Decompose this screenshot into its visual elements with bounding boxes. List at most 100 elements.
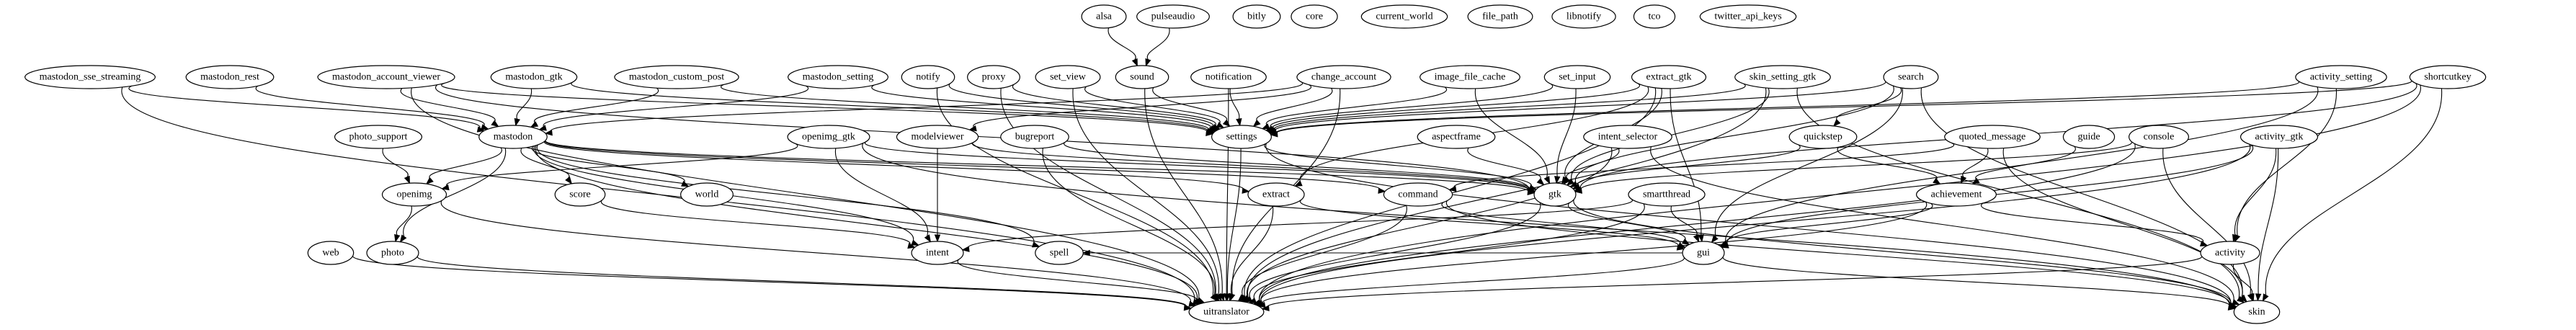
node-search[interactable]: search [1883,65,1939,89]
node-modelviewer[interactable]: modelviewer [896,125,979,149]
node-image_file_cache[interactable]: image_file_cache [1420,65,1520,89]
node-shortcutkey[interactable]: shortcutkey [2409,65,2487,89]
node-bitly[interactable]: bitly [1232,4,1281,29]
node-notification[interactable]: notification [1190,65,1267,89]
node-label: set_view [1050,72,1087,83]
node-label: guide [2077,132,2100,143]
node-ellipse [788,65,888,89]
node-current_world[interactable]: current_world [1360,4,1448,29]
arrowhead-alsa-to-sound [1131,58,1138,67]
node-pulseaudio[interactable]: pulseaudio [1136,4,1210,29]
edge-proxy-to-uitranslator [1000,88,1216,295]
node-sound[interactable]: sound [1115,65,1169,89]
node-intent[interactable]: intent [911,241,964,265]
arrowhead-intent-to-uitranslator [1192,298,1201,305]
node-extract_gtk[interactable]: extract_gtk [1631,65,1707,89]
node-openimg[interactable]: openimg [381,182,447,207]
node-ellipse [1035,65,1101,89]
node-twitter_api_keys[interactable]: twitter_api_keys [1699,4,1797,29]
arrowhead-quickstep-to-achievement [1933,177,1941,185]
edge-web-to-uitranslator [352,254,1187,308]
arrowhead-extract_gtk-to-gui [1698,234,1704,243]
node-bugreport[interactable]: bugreport [1000,125,1069,149]
node-set_view[interactable]: set_view [1035,65,1101,89]
edge-proxy-to-settings [1012,84,1216,128]
edge-quickstep-to-gtk [1577,144,1801,187]
node-mastodon_account_viewer[interactable]: mastodon_account_viewer [317,65,455,89]
arrowhead-openimg_gtk-to-openimg [441,184,450,191]
arrowhead-skin_setting_gtk-to-gtk [1566,178,1574,186]
edge-search-to-settings [1274,80,1886,133]
node-activity_setting[interactable]: activity_setting [2295,65,2387,89]
arrowhead-activity_gtk-to-skin [2255,293,2262,302]
node-skin_setting_gtk[interactable]: skin_setting_gtk [1734,65,1831,89]
node-libnotify[interactable]: libnotify [1551,4,1616,29]
node-spell[interactable]: spell [1035,241,1084,265]
arrowhead-shortcutkey-to-settings [1270,131,1278,138]
node-activity[interactable]: activity [2200,241,2260,265]
node-ellipse [554,182,606,207]
node-label: score [569,189,591,200]
node-console[interactable]: console [2129,125,2189,149]
node-achievement[interactable]: achievement [1916,182,1997,207]
node-proxy[interactable]: proxy [967,65,1020,89]
arrowhead-mastodon-to-score [565,176,573,185]
node-change_account[interactable]: change_account [1296,65,1391,89]
edge-set_view-to-settings [1084,86,1221,125]
node-world[interactable]: world [680,182,734,207]
arrowhead-gtk-to-uitranslator [1244,295,1253,303]
node-quoted_message[interactable]: quoted_message [1944,125,2041,149]
arrowhead-change_account-to-mastodon [544,129,553,136]
edge-intent_selector-to-skin [1650,146,2234,303]
edge-bugreport-to-uitranslator [1042,148,1216,296]
node-openimg_gtk[interactable]: openimg_gtk [787,125,870,149]
node-label: bugreport [1015,132,1055,143]
node-extract[interactable]: extract [1247,182,1305,207]
node-mastodon_rest[interactable]: mastodon_rest [185,65,275,89]
node-smartthread[interactable]: smartthread [1628,182,1706,207]
edge-mastodon_custom_post-to-settings [721,84,1210,132]
node-quickstep[interactable]: quickstep [1788,125,1858,149]
node-notify[interactable]: notify [901,65,955,89]
node-ellipse [1551,4,1616,29]
node-mastodon_gtk[interactable]: mastodon_gtk [490,65,578,89]
node-web[interactable]: web [307,241,355,265]
node-settings[interactable]: settings [1211,125,1272,149]
node-set_input[interactable]: set_input [1543,65,1611,89]
edge-openimg_gtk-to-openimg [445,143,798,188]
node-command[interactable]: command [1383,182,1453,207]
node-label: gui [1697,248,1710,259]
edge-command-to-skin [1446,200,2230,307]
edge-shortcutkey-to-settings [1276,79,2412,135]
node-core[interactable]: core [1291,4,1338,29]
node-label: notify [916,72,940,83]
node-aspectframe[interactable]: aspectframe [1417,125,1496,149]
node-intent_selector[interactable]: intent_selector [1583,125,1672,149]
edge-mastodon_account_viewer-to-mastodon [400,88,496,123]
node-gtk[interactable]: gtk [1533,182,1577,207]
node-ellipse [1944,125,2041,149]
node-alsa[interactable]: alsa [1081,4,1127,29]
node-label: tco [1648,12,1660,22]
node-guide[interactable]: guide [2062,125,2116,149]
node-gui[interactable]: gui [1682,241,1725,265]
arrowhead-search-to-gui [1711,235,1719,244]
node-photo_support[interactable]: photo_support [334,125,423,149]
node-mastodon[interactable]: mastodon [478,125,548,149]
node-photo[interactable]: photo [366,241,419,265]
node-uitranslator[interactable]: uitranslator [1188,300,1265,324]
node-skin[interactable]: skin [2233,300,2281,324]
node-label: activity [2215,248,2245,259]
node-score[interactable]: score [554,182,606,207]
node-mastodon_setting[interactable]: mastodon_setting [788,65,888,89]
node-mastodon_custom_post[interactable]: mastodon_custom_post [614,65,739,89]
edge-aspectframe-to-gtk [1467,147,1541,181]
node-mastodon_sse_streaming[interactable]: mastodon_sse_streaming [24,65,156,89]
node-ellipse [1291,4,1338,29]
node-tco[interactable]: tco [1633,4,1676,29]
edge-intent-to-uitranslator [957,259,1197,303]
node-file_path[interactable]: file_path [1467,4,1533,29]
node-activity_gtk[interactable]: activity_gtk [2239,125,2319,149]
edge-pulseaudio-to-sound [1146,27,1170,60]
